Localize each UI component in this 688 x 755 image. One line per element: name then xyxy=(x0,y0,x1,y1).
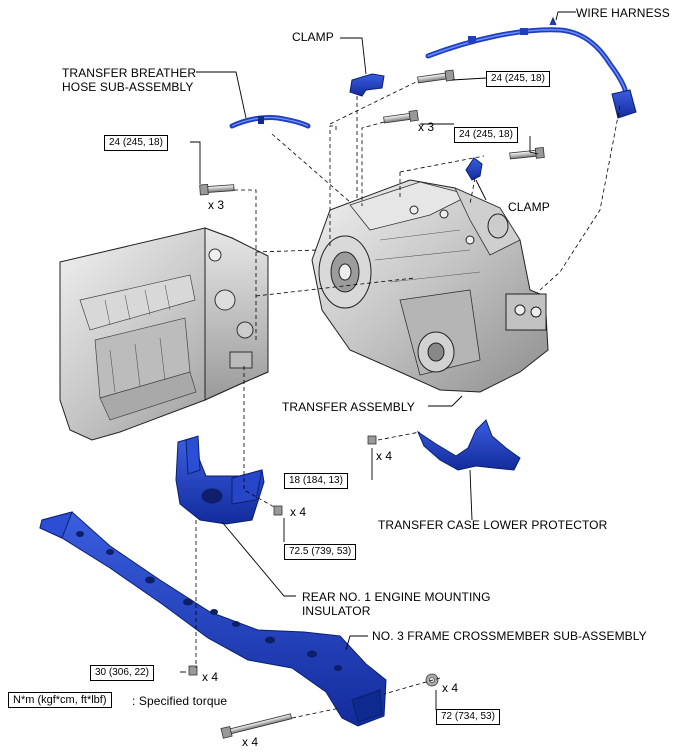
label-wire-harness: WIRE HARNESS xyxy=(576,6,670,20)
label-breather-line1: TRANSFER BREATHER xyxy=(62,66,197,80)
label-transfer-assembly: TRANSFER ASSEMBLY xyxy=(282,400,415,414)
qty-7: x 4 xyxy=(242,735,259,749)
qty-1: x 3 xyxy=(418,120,435,134)
torque-box-1: 24 (245, 18) xyxy=(486,71,550,87)
transmission-drawing xyxy=(59,227,269,441)
torque-box-6: 30 (306, 22) xyxy=(90,665,154,681)
torque-box-2: 24 (245, 18) xyxy=(454,127,518,143)
leader-lines xyxy=(180,11,576,710)
legend-description: : Specified torque xyxy=(132,694,228,708)
label-clamp-top: CLAMP xyxy=(292,30,334,44)
label-clamp-mid: CLAMP xyxy=(508,200,550,214)
assembly-lines xyxy=(195,81,621,719)
mounting-insulator-drawing xyxy=(175,435,265,525)
qty-2: x 3 xyxy=(208,198,225,212)
transfer-assembly-drawing xyxy=(311,179,549,393)
torque-box-4: 18 (184, 13) xyxy=(284,473,348,489)
wire-harness-drawing xyxy=(425,16,637,119)
label-mount-line2: INSULATOR xyxy=(302,604,371,618)
qty-6: x 4 xyxy=(442,681,459,695)
clamp-mid-drawing xyxy=(465,157,483,181)
breather-hose-drawing xyxy=(229,115,311,129)
qty-5: x 4 xyxy=(202,670,219,684)
qty-3: x 4 xyxy=(376,449,393,463)
label-lower-protector: TRANSFER CASE LOWER PROTECTOR xyxy=(378,518,608,532)
torque-box-5: 72.5 (739, 53) xyxy=(284,544,357,560)
label-mount-line1: REAR NO. 1 ENGINE MOUNTING xyxy=(302,590,491,604)
bolt-set xyxy=(188,69,545,739)
clamp-top-drawing xyxy=(349,73,385,97)
torque-box-3: 24 (245, 18) xyxy=(104,135,168,151)
label-crossmember: NO. 3 FRAME CROSSMEMBER SUB-ASSEMBLY xyxy=(372,629,647,643)
label-breather-line2: HOSE SUB-ASSEMBLY xyxy=(62,80,194,94)
crossmember-drawing xyxy=(39,511,387,727)
qty-4: x 4 xyxy=(290,505,307,519)
legend-unit-box: N*m (kgf*cm, ft*lbf) xyxy=(8,692,112,708)
torque-box-7: 72 (734, 53) xyxy=(436,709,500,725)
lower-protector-drawing xyxy=(416,419,521,471)
